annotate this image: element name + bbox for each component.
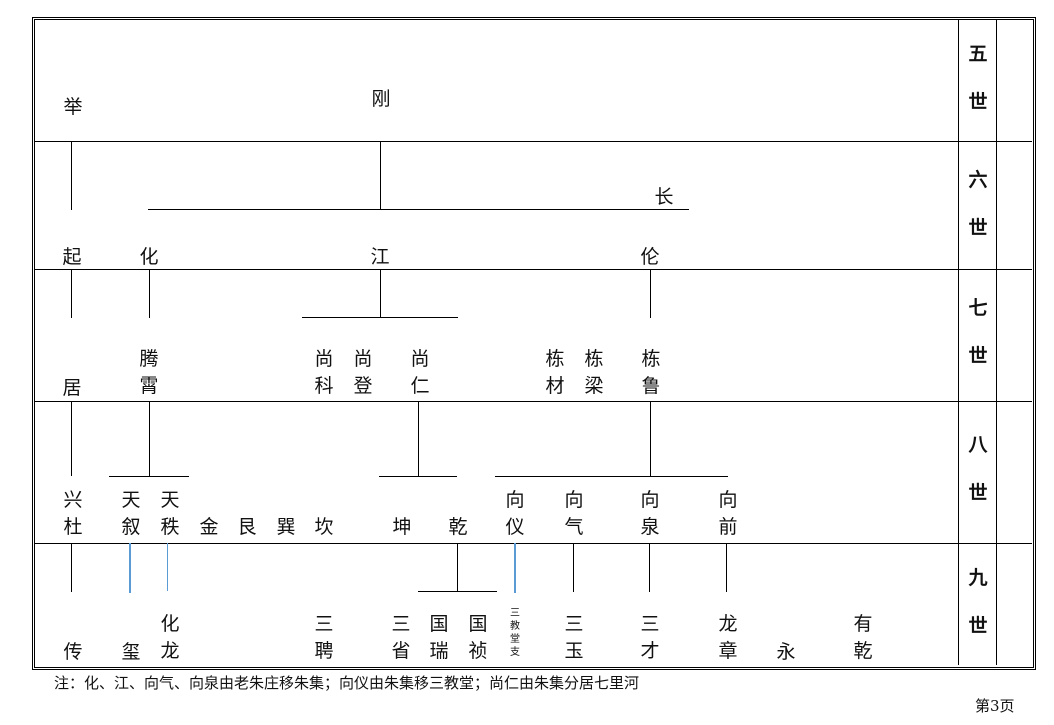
person-name: 传 — [63, 641, 83, 663]
person-name: 栋材 — [545, 348, 565, 397]
lineage-line — [149, 401, 150, 476]
generation-label-8: 八世 — [968, 434, 988, 504]
row-divider — [35, 543, 1032, 544]
person-name: 长 — [654, 186, 674, 208]
lineage-line — [109, 476, 189, 477]
person-name: 三省 — [391, 613, 411, 662]
person-name: 向泉 — [640, 489, 660, 538]
footnote: 注：化、江、向气、向泉由老朱庄移朱集；向仪由朱集移三教堂；尚仁由朱集分居七里河 — [54, 674, 640, 692]
lineage-line — [457, 543, 458, 591]
person-name: 乾 — [448, 516, 468, 538]
person-name: 尚登 — [353, 348, 373, 397]
highlight-lineage-line — [129, 543, 131, 593]
lineage-line — [650, 269, 651, 318]
person-name: 国瑞 — [429, 613, 449, 662]
row-divider — [35, 141, 1032, 142]
lineage-line — [71, 269, 72, 318]
person-name: 向前 — [718, 489, 738, 538]
person-name: 化 — [139, 246, 159, 268]
person-name: 巽 — [276, 516, 296, 538]
lineage-line — [148, 209, 689, 210]
row-divider — [35, 269, 1032, 270]
person-name: 起 — [62, 246, 82, 268]
person-name: 金 — [199, 516, 219, 538]
lineage-line — [302, 317, 458, 318]
lineage-line — [649, 543, 650, 592]
generation-label-5: 五世 — [968, 43, 988, 113]
table-frame — [32, 17, 1036, 670]
person-name: 永 — [776, 641, 796, 663]
person-name: 艮 — [237, 516, 257, 538]
generation-label-6: 六世 — [968, 169, 988, 239]
person-name: 江 — [370, 246, 390, 268]
person-name: 兴杜 — [63, 489, 83, 538]
person-name: 天秩 — [160, 489, 180, 538]
column-divider — [996, 20, 997, 665]
person-name: 居 — [62, 377, 82, 399]
highlight-lineage-line — [514, 543, 516, 593]
lineage-line — [418, 591, 497, 592]
person-name: 尚科 — [314, 348, 334, 397]
person-name: 化龙 — [160, 613, 180, 662]
person-name: 天叙 — [121, 489, 141, 538]
branch-label: 三教堂支 — [510, 608, 520, 658]
lineage-line — [573, 543, 574, 592]
column-divider — [958, 20, 959, 665]
lineage-line — [379, 476, 457, 477]
lineage-line — [380, 269, 381, 318]
person-name: 玺 — [121, 641, 141, 663]
lineage-line — [650, 401, 651, 476]
lineage-line — [726, 543, 727, 592]
person-name: 坎 — [314, 516, 334, 538]
person-name: 向气 — [564, 489, 584, 538]
person-name: 腾霄 — [139, 348, 159, 397]
generation-label-9: 九世 — [968, 567, 988, 637]
row-divider — [35, 401, 1032, 402]
person-name: 国祯 — [468, 613, 488, 662]
lineage-line — [418, 401, 419, 476]
person-name: 栋鲁 — [641, 348, 661, 397]
person-name: 三才 — [640, 613, 660, 662]
lineage-line — [149, 269, 150, 318]
person-name: 举 — [63, 96, 83, 118]
lineage-line — [380, 141, 381, 210]
page-number: 第3页 — [975, 697, 1015, 715]
generation-label-7: 七世 — [968, 297, 988, 367]
lineage-line — [71, 401, 72, 476]
lineage-line — [495, 476, 728, 477]
person-name: 刚 — [371, 88, 391, 110]
person-name: 龙章 — [718, 613, 738, 662]
lineage-line — [71, 141, 72, 210]
person-name: 尚仁 — [410, 348, 430, 397]
person-name: 伦 — [640, 246, 660, 268]
person-name: 有乾 — [853, 613, 873, 662]
highlight-lineage-line — [167, 543, 168, 591]
lineage-line — [71, 543, 72, 592]
person-name: 向仪 — [505, 489, 525, 538]
person-name: 三聘 — [314, 613, 334, 662]
person-name: 栋梁 — [584, 348, 604, 397]
person-name: 三玉 — [564, 613, 584, 662]
person-name: 坤 — [392, 516, 412, 538]
